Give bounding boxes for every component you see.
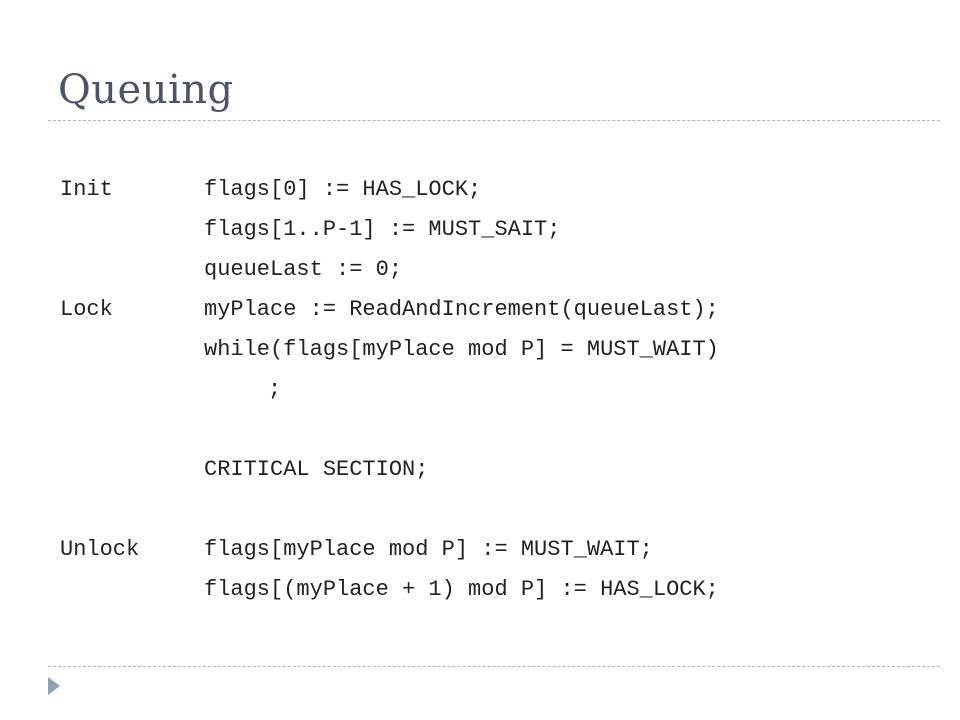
code-line: queueLast := 0;: [60, 250, 402, 290]
code-statement: CRITICAL SECTION;: [204, 457, 429, 482]
unlock-label: Unlock: [60, 537, 140, 562]
code-statement: ;: [268, 377, 282, 402]
code-statement: flags[(myPlace + 1) mod P] := HAS_LOCK;: [204, 577, 719, 602]
code-line: ;: [60, 370, 281, 410]
code-block: Init flags[0] := HAS_LOCK; flags[1..P-1]…: [60, 170, 719, 610]
code-line: Init flags[0] := HAS_LOCK;: [60, 170, 481, 210]
code-line-blank: [60, 410, 139, 450]
code-line: Unlock flags[myPlace mod P] := MUST_WAIT…: [60, 530, 653, 570]
code-line: while(flags[myPlace mod P] = MUST_WAIT): [60, 330, 719, 370]
slide-title: Queuing: [58, 67, 234, 113]
code-line: flags[1..P-1] := MUST_SAIT;: [60, 210, 560, 250]
code-line: flags[(myPlace + 1) mod P] := HAS_LOCK;: [60, 570, 719, 610]
code-line: CRITICAL SECTION;: [60, 450, 428, 490]
init-label: Init: [60, 177, 113, 202]
footer-divider: [48, 666, 940, 667]
code-statement: while(flags[myPlace mod P] = MUST_WAIT): [204, 337, 719, 362]
code-statement: flags[1..P-1] := MUST_SAIT;: [204, 217, 561, 242]
code-statement: myPlace := ReadAndIncrement(queueLast);: [204, 297, 719, 322]
title-divider: [48, 120, 940, 121]
code-statement: flags[0] := HAS_LOCK;: [204, 177, 482, 202]
code-statement: queueLast := 0;: [204, 257, 403, 282]
code-line-blank: [60, 490, 139, 530]
triangle-right-icon: [48, 677, 60, 695]
code-statement: flags[myPlace mod P] := MUST_WAIT;: [204, 537, 653, 562]
code-line: Lock myPlace := ReadAndIncrement(queueLa…: [60, 290, 719, 330]
lock-label: Lock: [60, 297, 113, 322]
